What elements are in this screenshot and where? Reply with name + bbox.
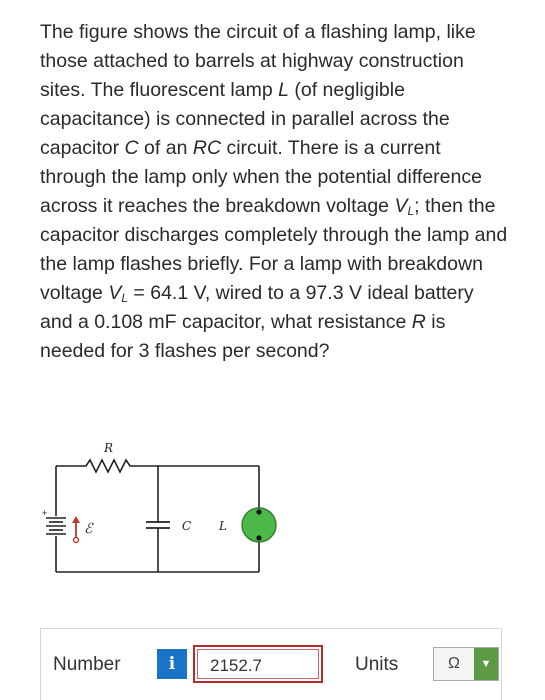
capacitor-symbol [146,521,170,529]
symbol-lamp: L [278,79,289,101]
symbol-voltage-sub: L [121,291,129,305]
answer-panel: Number i 2152.7 Units Ω ▼ [40,628,502,700]
info-icon[interactable]: i [157,649,187,679]
symbol-resistance: R [411,311,426,333]
battery-plus-label: + [42,508,47,518]
problem-text: The figure shows the circuit of a flashi… [40,21,476,101]
symbol-rc: RC [192,137,222,159]
symbol-voltage: V [108,282,122,304]
answer-input[interactable]: 2152.7 [197,649,319,679]
problem-text: of an [138,137,193,159]
number-label: Number [53,654,121,675]
capacitor-label: C [182,519,191,533]
problem-text: ; then the capacitor discharges complete… [40,195,508,304]
symbol-voltage: V [394,195,408,217]
emf-arrow-icon [72,516,80,544]
symbol-voltage-sub: L [407,204,415,218]
units-label: Units [355,654,399,675]
problem-statement: The figure shows the circuit of a flashi… [40,18,510,366]
emf-label: ℰ [84,521,94,537]
problem-text: circuit. There is a current through the … [40,137,482,217]
dropdown-arrow-icon[interactable]: ▼ [474,648,498,680]
problem-text: = 64.1 V, wired to a 97.3 V ideal batter… [40,282,474,333]
problem-text: (of negligible capacitance) is connected… [40,79,450,159]
circuit-figure: + ℰ C R L [42,441,277,573]
resistor-label: R [103,441,113,455]
problem-text: is needed for 3 flashes per second? [40,311,446,362]
battery-symbol [46,517,66,535]
answer-input-frame[interactable]: 2152.7 [193,645,323,683]
units-selected-value: Ω [448,655,460,672]
lamp-label: L [218,519,227,533]
lamp-icon [241,507,277,543]
symbol-capacitor: C [124,137,139,159]
units-select[interactable]: Ω ▼ [433,647,499,681]
